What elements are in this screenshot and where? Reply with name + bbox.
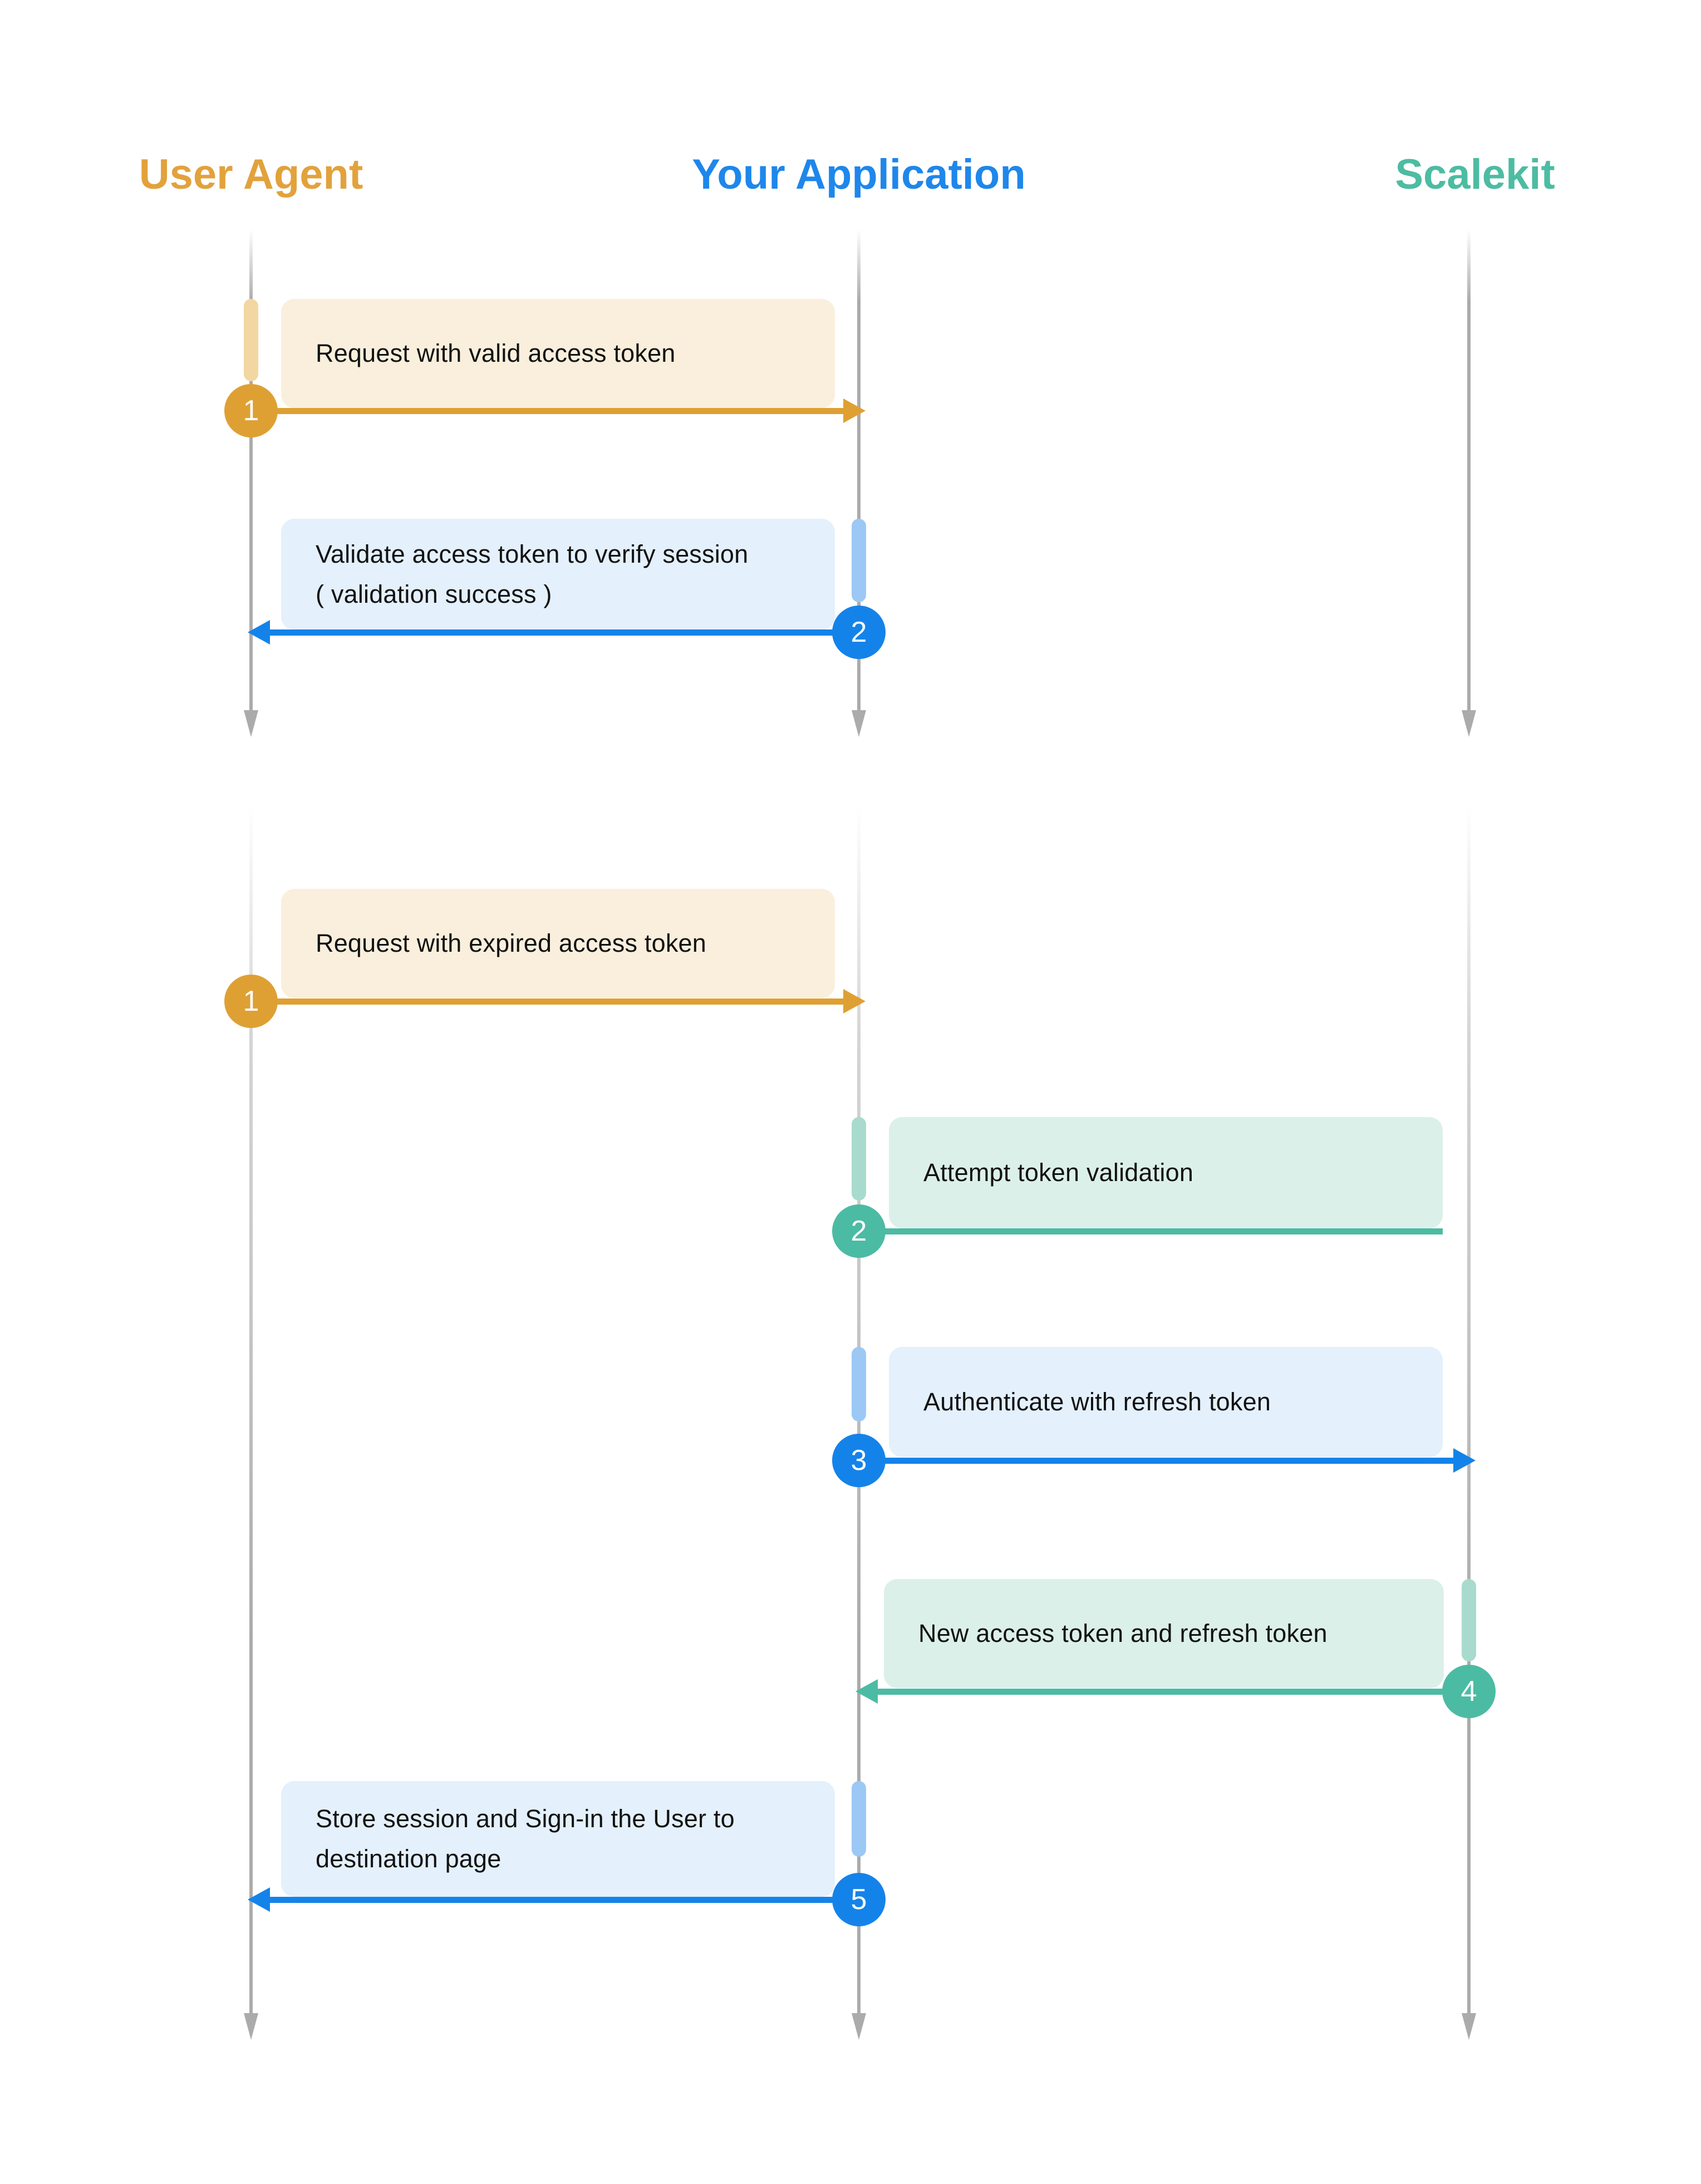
- message-underline: [859, 1228, 1443, 1234]
- sequence-badge: 2: [832, 606, 886, 659]
- sequence-badge: 3: [832, 1434, 886, 1487]
- lifeline-user-agent-s1: [249, 229, 253, 711]
- message-box: Request with expired access token: [281, 889, 835, 998]
- sequence-badge: 2: [832, 1204, 886, 1258]
- message-arrow: [251, 408, 844, 414]
- message-box: Authenticate with refresh token: [889, 1347, 1443, 1457]
- sequence-badge: 1: [224, 384, 278, 437]
- message-arrow: [877, 1689, 1469, 1695]
- sequence-badge: 4: [1442, 1665, 1496, 1718]
- arrowhead-left-icon: [248, 620, 270, 645]
- lifeline-scalekit-s1: [1467, 229, 1471, 711]
- message-box: Attempt token validation: [889, 1117, 1443, 1228]
- actor-label-your-application: Your Application: [692, 151, 1026, 198]
- message-arrow: [251, 998, 844, 1005]
- lifeline-your-application-s1: [857, 229, 861, 711]
- message-box: Request with valid access token: [281, 299, 835, 408]
- arrowhead-right-icon: [843, 989, 866, 1014]
- lifeline-arrowhead-icon: [852, 2013, 866, 2040]
- message-text: Authenticate with refresh token: [923, 1388, 1271, 1416]
- message-text: Request with valid access token: [316, 339, 676, 367]
- message-arrow: [859, 1458, 1454, 1464]
- sequence-badge: 1: [224, 975, 278, 1028]
- lifeline-arrowhead-icon: [1462, 2013, 1476, 2040]
- message-text: destination page: [316, 1844, 502, 1873]
- message-text: Attempt token validation: [923, 1158, 1194, 1187]
- arrowhead-right-icon: [1453, 1448, 1476, 1473]
- message-text: New access token and refresh token: [918, 1619, 1328, 1647]
- message-text: ( validation success ): [316, 580, 552, 608]
- message-box: Store session and Sign-in the User to de…: [281, 1781, 835, 1897]
- activation-bar: [852, 519, 866, 602]
- message-text: Request with expired access token: [316, 929, 706, 957]
- message-arrow: [269, 1897, 859, 1903]
- arrowhead-left-icon: [248, 1887, 270, 1912]
- sequence-badge: 5: [832, 1873, 886, 1926]
- activation-bar: [852, 1781, 866, 1857]
- message-box: New access token and refresh token: [884, 1579, 1444, 1688]
- arrowhead-left-icon: [856, 1679, 878, 1704]
- message-arrow: [269, 629, 859, 636]
- activation-bar: [1462, 1579, 1476, 1661]
- lifeline-arrowhead-icon: [244, 2013, 258, 2040]
- message-text: Validate access token to verify session: [316, 540, 749, 568]
- activation-bar: [852, 1117, 866, 1201]
- activation-bar: [244, 299, 258, 381]
- activation-bar: [852, 1347, 866, 1421]
- message-box: Validate access token to verify session …: [281, 519, 835, 630]
- lifeline-arrowhead-icon: [244, 710, 258, 737]
- lifeline-scalekit-s2: [1467, 805, 1471, 2014]
- lifeline-arrowhead-icon: [1462, 710, 1476, 737]
- arrowhead-right-icon: [843, 399, 866, 423]
- lifeline-arrowhead-icon: [852, 710, 866, 737]
- actor-label-user-agent: User Agent: [139, 151, 363, 198]
- message-text: Store session and Sign-in the User to: [316, 1804, 735, 1833]
- lifeline-user-agent-s2: [249, 805, 253, 2014]
- actor-label-scalekit: Scalekit: [1395, 151, 1555, 198]
